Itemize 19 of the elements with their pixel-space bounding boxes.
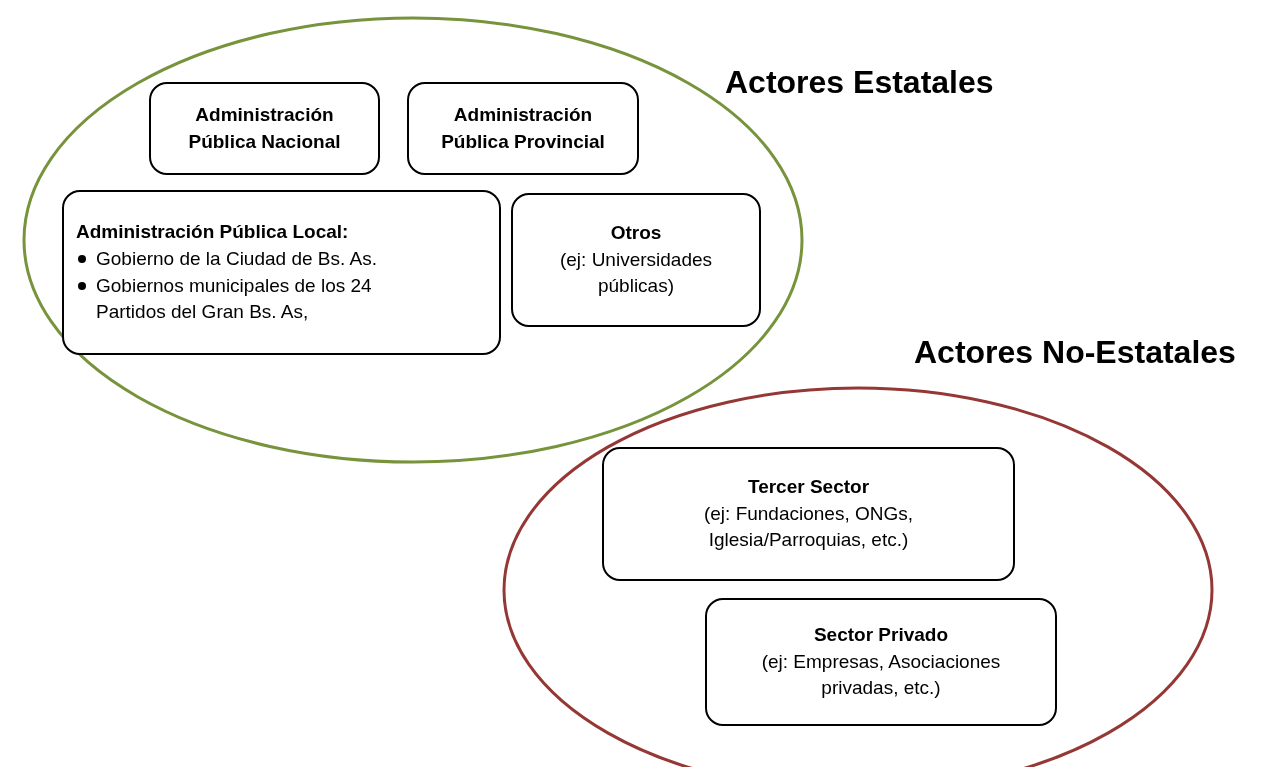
bullet-item: Gobierno de la Ciudad de Bs. As. xyxy=(76,245,377,273)
box-description: (ej: Fundaciones, ONGs, Iglesia/Parroquias, etc.) xyxy=(702,501,915,553)
group-heading: Actores Estatales xyxy=(725,64,994,101)
box-heading: Administración Pública Local: xyxy=(76,220,349,245)
box-description: (ej: Empresas, Asociaciones privadas, etc.) xyxy=(760,649,1002,701)
category-box xyxy=(407,82,639,175)
box-heading: Otros xyxy=(610,221,662,246)
box-description: (ej: Universidades públicas) xyxy=(558,247,714,299)
box-heading: Tercer Sector xyxy=(747,475,870,500)
category-box xyxy=(511,193,761,327)
box-heading: Sector Privado xyxy=(813,623,949,648)
category-box xyxy=(602,447,1015,581)
box-heading: Administración Pública Nacional xyxy=(187,102,342,154)
box-heading: Administración Pública Provincial xyxy=(440,102,606,154)
category-box xyxy=(705,598,1057,726)
group-heading: Actores No-Estatales xyxy=(914,334,1236,371)
category-box xyxy=(149,82,380,175)
category-box xyxy=(62,190,501,355)
bullet-item: Gobiernos municipales de los 24 Partidos del Gran Bs. As, xyxy=(76,272,439,326)
